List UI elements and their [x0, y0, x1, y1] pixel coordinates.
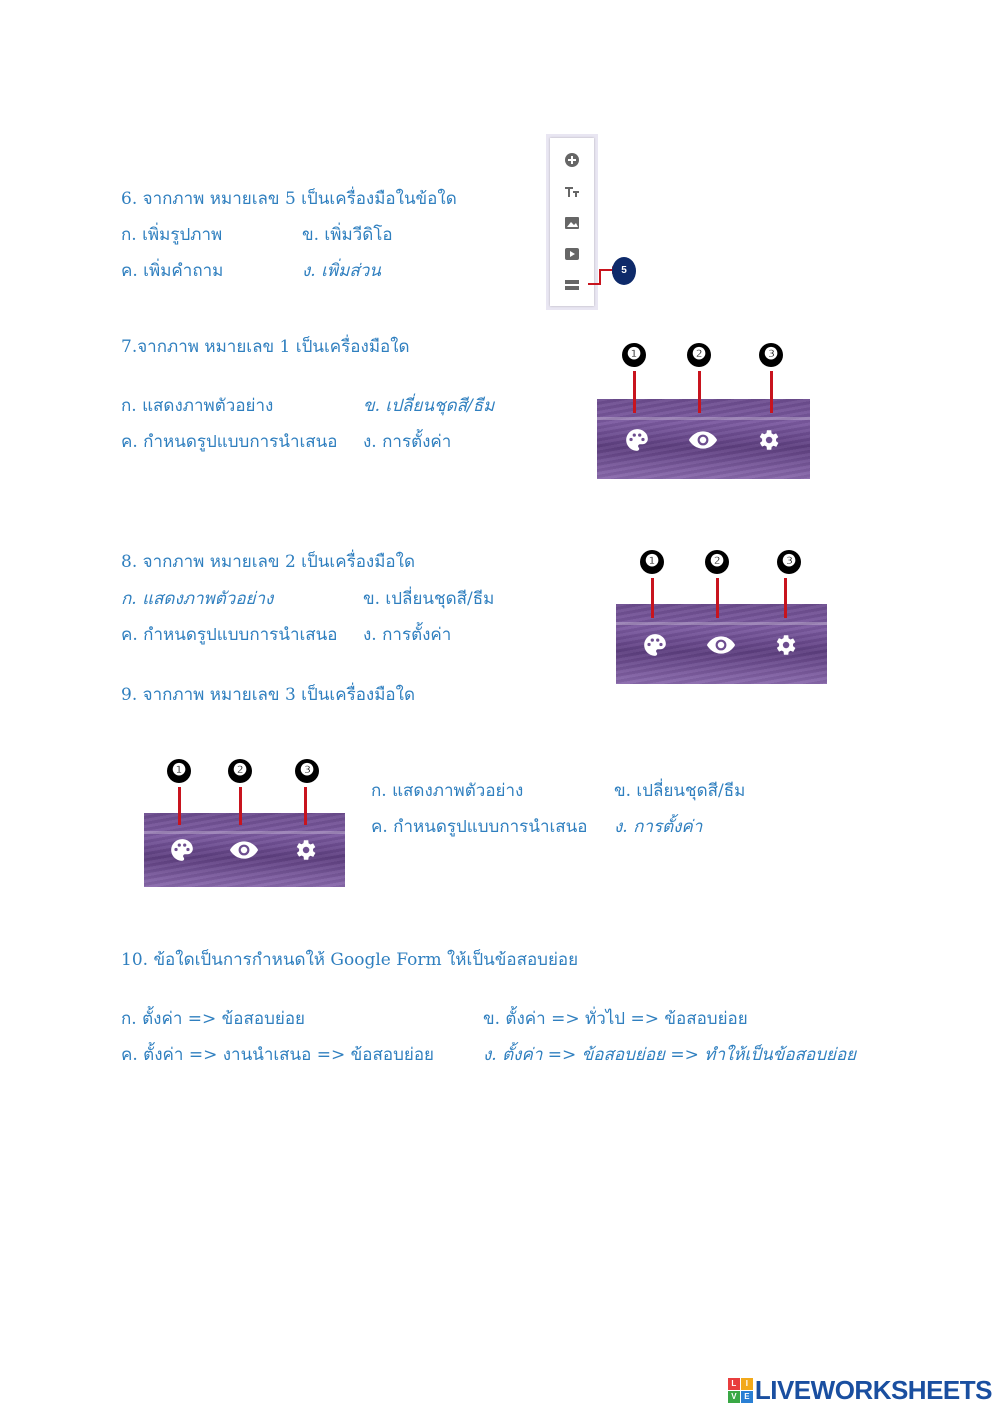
q9-option-d[interactable]: ง. การตั้งค่า — [614, 817, 703, 837]
theme-toolbar-image-q9: ❶ ❷ ❸ — [144, 757, 345, 887]
q8-option-c[interactable]: ค. กำหนดรูปแบบการนำเสนอ — [121, 625, 338, 645]
q8-option-d[interactable]: ง. การตั้งค่า — [363, 625, 452, 645]
q7-option-c[interactable]: ค. กำหนดรูปแบบการนำเสนอ — [121, 432, 338, 452]
gear-icon — [759, 430, 779, 450]
q10-option-d[interactable]: ง. ตั้งค่า => ข้อสอบย่อย => ทำให้เป็นข้อ… — [483, 1045, 857, 1065]
q7-option-b[interactable]: ข. เปลี่ยนชุดสี/ธีม — [363, 396, 495, 416]
pointer-line — [178, 787, 181, 825]
q10-question: 10. ข้อใดเป็นการกำหนดให้ Google Form ให้… — [121, 950, 579, 970]
gear-icon — [776, 635, 796, 655]
q6-option-c[interactable]: ค. เพิ่มคำถาม — [121, 261, 224, 281]
q9-option-b[interactable]: ข. เปลี่ยนชุดสี/ธีม — [614, 781, 746, 801]
eye-icon — [706, 636, 736, 654]
q7-option-a[interactable]: ก. แสดงภาพตัวอย่าง — [121, 396, 274, 416]
q6-option-a[interactable]: ก. เพิ่มรูปภาพ — [121, 225, 223, 245]
theme-toolbar-image-q8: ❶ ❷ ❸ — [616, 548, 827, 684]
badge-2: ❷ — [687, 343, 711, 367]
pointer-line — [304, 787, 307, 825]
callout-number-5: 5 — [612, 257, 636, 285]
badge-1: ❶ — [167, 759, 191, 783]
palette-icon — [644, 634, 666, 656]
theme-toolbar-image-q7: ❶ ❷ ❸ — [597, 341, 810, 479]
pointer-line — [239, 787, 242, 825]
badge-3: ❸ — [777, 550, 801, 574]
liveworksheets-logo[interactable]: L I V E LIVEWORKSHEETS — [727, 1374, 993, 1405]
q10-option-a[interactable]: ก. ตั้งค่า => ข้อสอบย่อย — [121, 1009, 305, 1029]
badge-1: ❶ — [622, 343, 646, 367]
palette-icon — [171, 839, 193, 861]
q8-question: 8. จากภาพ หมายเลข 2 เป็นเครื่องมือใด — [121, 552, 415, 572]
eye-icon — [229, 841, 259, 859]
badge-2: ❷ — [705, 550, 729, 574]
q7-option-d[interactable]: ง. การตั้งค่า — [363, 432, 452, 452]
q7-question: 7.จากภาพ หมายเลข 1 เป็นเครื่องมือใด — [121, 337, 410, 357]
pointer-line — [716, 578, 719, 618]
logo-text: LIVEWORKSHEETS — [754, 1374, 993, 1405]
pointer-line — [784, 578, 787, 618]
palette-icon — [626, 429, 648, 451]
q6-question: 6. จากภาพ หมายเลข 5 เป็นเครื่องมือในข้อใ… — [121, 189, 457, 209]
pointer-line — [651, 578, 654, 618]
q6-option-d[interactable]: ง. เพิ่มส่วน — [302, 261, 381, 281]
add-circle-icon — [565, 153, 579, 167]
q9-option-a[interactable]: ก. แสดงภาพตัวอย่าง — [371, 781, 524, 801]
form-side-toolbar — [546, 134, 598, 310]
badge-3: ❸ — [295, 759, 319, 783]
q10-option-b[interactable]: ข. ตั้งค่า => ทั่วไป => ข้อสอบย่อย — [483, 1009, 748, 1029]
logo-mark: L I V E — [727, 1377, 753, 1403]
text-title-icon — [565, 187, 579, 197]
badge-3: ❸ — [759, 343, 783, 367]
pointer-line — [698, 371, 701, 413]
q8-option-a[interactable]: ก. แสดงภาพตัวอย่าง — [121, 589, 274, 609]
badge-2: ❷ — [228, 759, 252, 783]
q10-option-c[interactable]: ค. ตั้งค่า => งานนำเสนอ => ข้อสอบย่อย — [121, 1045, 435, 1065]
q6-option-b[interactable]: ข. เพิ่มวีดิโอ — [302, 225, 393, 245]
pointer-line — [770, 371, 773, 413]
image-icon — [565, 217, 579, 229]
video-icon — [565, 248, 579, 260]
eye-icon — [688, 431, 718, 449]
pointer-line — [633, 371, 636, 413]
section-icon — [565, 280, 579, 290]
q9-question: 9. จากภาพ หมายเลข 3 เป็นเครื่องมือใด — [121, 685, 415, 705]
gear-icon — [296, 840, 316, 860]
q8-option-b[interactable]: ข. เปลี่ยนชุดสี/ธีม — [363, 589, 495, 609]
badge-1: ❶ — [640, 550, 664, 574]
q9-option-c[interactable]: ค. กำหนดรูปแบบการนำเสนอ — [371, 817, 588, 837]
